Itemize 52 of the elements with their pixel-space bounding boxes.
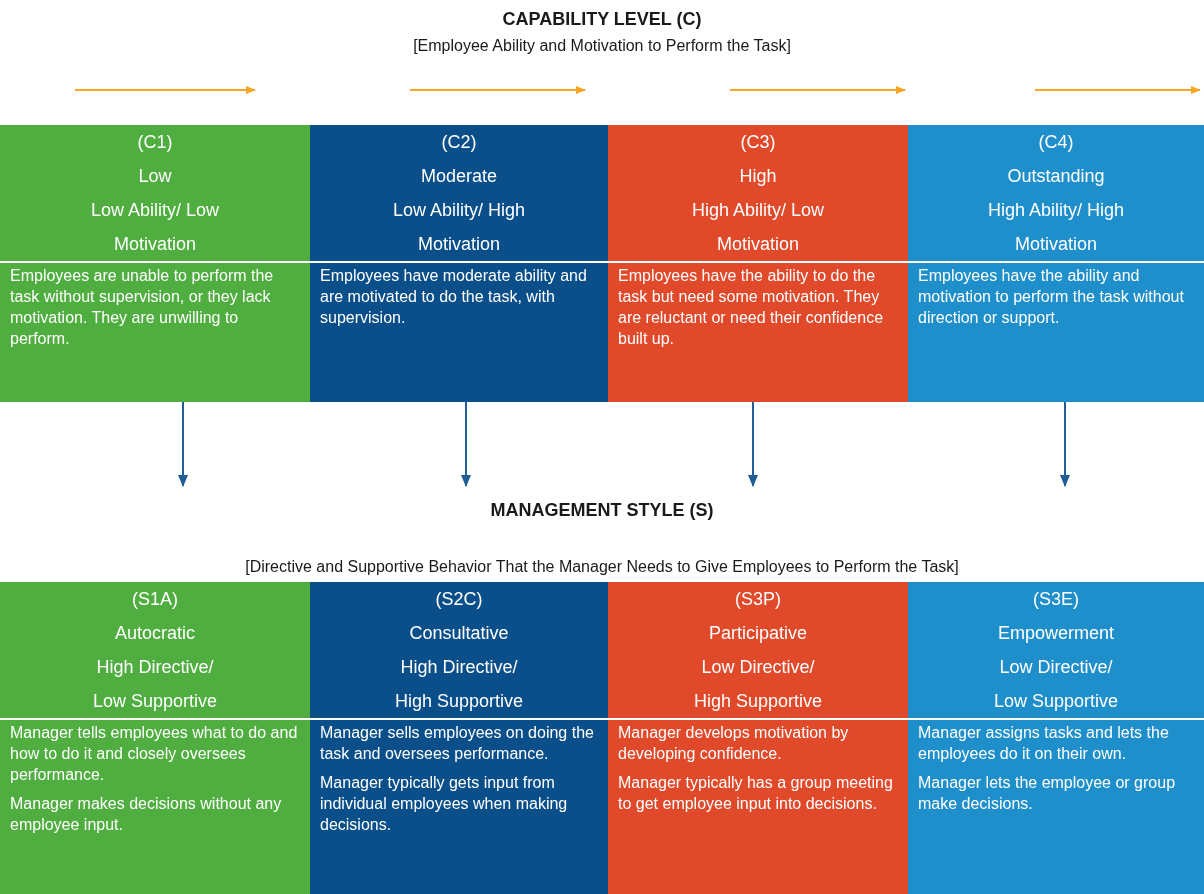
column-panel — [310, 125, 608, 402]
title: CAPABILITY LEVEL (C) — [501, 8, 703, 31]
column-description: Low Directive/ High Supportive — [692, 656, 824, 713]
body-text: Employees are unable to perform the task without supervision, or they lack motivation. They are unwilling to perform. — [10, 266, 275, 349]
arrow — [1060, 401, 1070, 487]
arrow — [178, 401, 188, 487]
column-description: High Directive/ High Supportive — [393, 656, 525, 713]
column-level: Low — [137, 165, 173, 188]
column-description: High Directive/ Low Supportive — [91, 656, 219, 713]
body-text: Employees have the ability to do the task but need some motivation. They are reluctant or need their confidence built up. — [618, 266, 885, 349]
column-code: (S3E) — [1032, 588, 1080, 611]
column-description: High Ability/ High Motivation — [986, 199, 1126, 256]
arrow — [461, 401, 471, 487]
column-level: Consultative — [408, 622, 510, 645]
column-description: Low Ability/ Low Motivation — [89, 199, 221, 256]
body-text: Manager tells employees what to do and how to do it and closely oversees performance. — [10, 723, 299, 785]
column-description: High Ability/ Low Motivation — [690, 199, 826, 256]
column-code: (C3) — [739, 131, 777, 154]
arrow — [748, 401, 758, 487]
subtitle: [Employee Ability and Motivation to Perform the Task] — [412, 36, 792, 56]
column-code: (C4) — [1037, 131, 1075, 154]
body-text: Manager lets the employee or group make decisions. — [918, 773, 1177, 814]
column-panel — [908, 125, 1204, 402]
column-panel — [608, 582, 908, 894]
column-level: Autocratic — [113, 622, 196, 645]
body-text: Manager typically has a group meeting to get employee input into decisions. — [618, 773, 894, 814]
column-code: (C2) — [440, 131, 478, 154]
column-level: Participative — [707, 622, 808, 645]
column-level: Empowerment — [996, 622, 1115, 645]
body-text: Manager makes decisions without any employee input. — [10, 794, 283, 835]
column-code: (S1A) — [131, 588, 179, 611]
body-text: Employees have the ability and motivation to perform the task without direction or support. — [918, 266, 1185, 328]
subtitle: [Directive and Supportive Behavior That the Manager Needs to Give Employees to Perform the Task] — [244, 557, 960, 577]
column-level: Outstanding — [1006, 165, 1106, 188]
column-panel — [310, 582, 608, 894]
column-panel — [0, 125, 310, 402]
body-text: Manager typically gets input from individual employees when making decisions. — [320, 773, 569, 835]
column-code: (S2C) — [434, 588, 484, 611]
column-level: Moderate — [419, 165, 498, 188]
column-description: Low Directive/ Low Supportive — [992, 656, 1120, 713]
column-level: High — [738, 165, 778, 188]
column-panel — [608, 125, 908, 402]
column-panel — [0, 582, 310, 894]
section-heading: MANAGEMENT STYLE (S) — [489, 499, 715, 522]
column-panel — [908, 582, 1204, 894]
column-code: (C1) — [136, 131, 174, 154]
body-text: Manager assigns tasks and lets the employees do it on their own. — [918, 723, 1170, 764]
body-text: Manager sells employees on doing the task and oversees performance. — [320, 723, 595, 764]
column-code: (S3P) — [734, 588, 782, 611]
body-text: Employees have moderate ability and are motivated to do the task, with supervision. — [320, 266, 588, 328]
column-description: Low Ability/ High Motivation — [391, 199, 527, 256]
body-text: Manager develops motivation by developing confidence. — [618, 723, 850, 764]
